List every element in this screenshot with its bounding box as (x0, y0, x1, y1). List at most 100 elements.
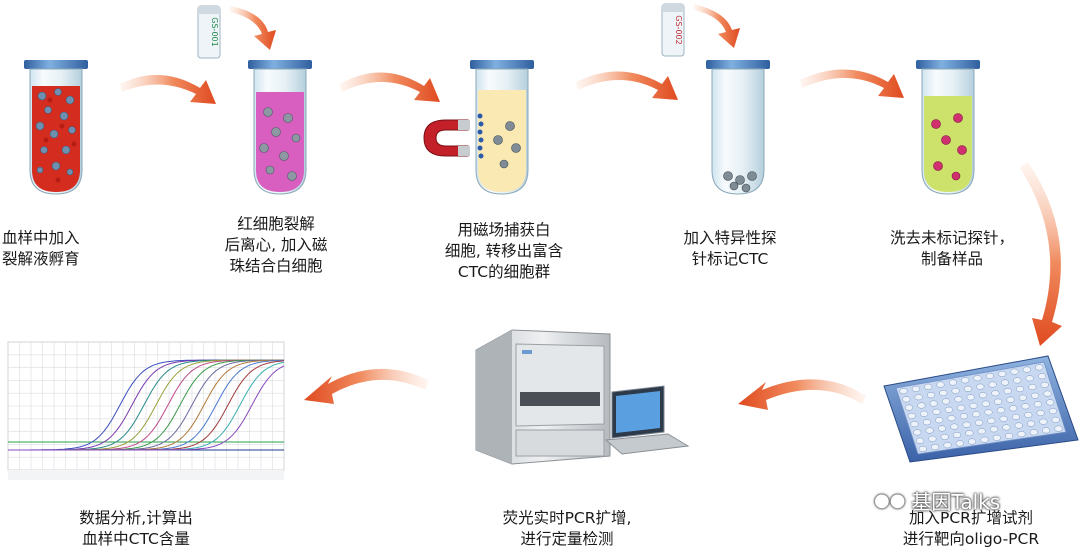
well (1040, 381, 1049, 388)
well (985, 372, 994, 380)
well (959, 413, 968, 420)
step-8-label: 数据分析,计算出 血样中CTC含量 (79, 509, 193, 548)
well (941, 398, 951, 405)
well (1009, 405, 1018, 412)
vial-1-label: GS-001 (210, 17, 219, 46)
step-1-label: 血样中加入 裂解液孵育 (2, 229, 80, 268)
well (929, 400, 938, 407)
well (943, 442, 952, 449)
well (1046, 399, 1055, 406)
well (980, 436, 989, 443)
well (1013, 377, 1022, 384)
well (951, 387, 960, 394)
amplification-plot (7, 341, 285, 480)
well (914, 394, 923, 401)
well (952, 431, 962, 439)
amplification-curve (8, 365, 285, 451)
arrow-2-3 (340, 72, 440, 102)
tube-blood (24, 60, 88, 195)
well (1042, 427, 1051, 434)
well (1005, 432, 1014, 440)
well (994, 398, 1003, 405)
well (998, 370, 1007, 377)
well (963, 385, 973, 392)
well (1024, 411, 1033, 419)
well (920, 410, 929, 417)
well (918, 445, 927, 452)
step-4-label: 加入特异性探 针标记CTC (683, 229, 777, 268)
well (966, 394, 975, 401)
well (977, 428, 986, 435)
tube-probe (706, 60, 770, 195)
vial-2-label: GS-002 (674, 15, 683, 44)
well (1022, 366, 1031, 373)
well (989, 426, 999, 433)
well (955, 440, 964, 447)
well (984, 409, 993, 416)
tube-washed (916, 60, 980, 195)
well (962, 421, 971, 428)
well (954, 396, 963, 403)
well (957, 404, 966, 411)
well (1037, 373, 1047, 380)
step-2-label: 红细胞裂解 后离心, 加入磁 珠结合白细胞 (224, 215, 328, 275)
well (899, 388, 908, 395)
tube-lysed (248, 60, 312, 195)
well (1011, 413, 1021, 420)
well (972, 411, 981, 418)
well (911, 385, 920, 392)
well (1039, 418, 1048, 425)
well (1028, 383, 1037, 391)
well (981, 400, 990, 407)
arrow-3-4 (576, 71, 678, 100)
well (925, 427, 934, 434)
well (1033, 401, 1042, 408)
well (902, 396, 911, 403)
arrow-4-5 (800, 69, 904, 98)
well (1029, 429, 1038, 436)
well (1006, 396, 1015, 403)
wechat-icon: ●● (874, 490, 906, 511)
arrow-5-6 (1020, 162, 1062, 346)
well (915, 437, 925, 444)
arrow-1-2 (120, 74, 216, 104)
well (1000, 379, 1010, 386)
laptop-icon (604, 385, 690, 455)
well (1036, 409, 1045, 417)
arrow-vial2-tube4 (694, 4, 740, 48)
well (913, 429, 922, 436)
magnet-icon (423, 119, 470, 157)
well (937, 425, 947, 432)
well (947, 415, 956, 422)
watermark: ●● 基因Talks (874, 486, 1000, 515)
well (1051, 416, 1060, 423)
step-7-label: 荧光实时PCR扩增, 进行定量检测 (502, 509, 632, 548)
well (1025, 375, 1034, 382)
well (1035, 364, 1044, 371)
well (922, 419, 931, 426)
watermark-text: 基因Talks (911, 490, 1001, 514)
well (907, 412, 916, 419)
well (910, 421, 919, 428)
reagent-vial-1: GS-001 (197, 5, 221, 59)
well (940, 433, 949, 440)
well (1048, 408, 1058, 415)
well (965, 430, 974, 437)
well (988, 381, 997, 388)
well (1003, 388, 1012, 395)
well (926, 392, 936, 399)
well (961, 377, 970, 384)
pcr-plate (883, 355, 1079, 463)
well (1021, 403, 1030, 410)
arrow-6-7 (738, 379, 866, 410)
well (924, 383, 933, 390)
well (1031, 392, 1040, 399)
well (948, 379, 957, 386)
well (935, 417, 944, 424)
well (1014, 422, 1023, 429)
well (1018, 394, 1027, 401)
well (976, 383, 985, 390)
well (936, 381, 945, 388)
well (992, 434, 1001, 441)
arrow-vial1-tube2 (230, 6, 276, 50)
